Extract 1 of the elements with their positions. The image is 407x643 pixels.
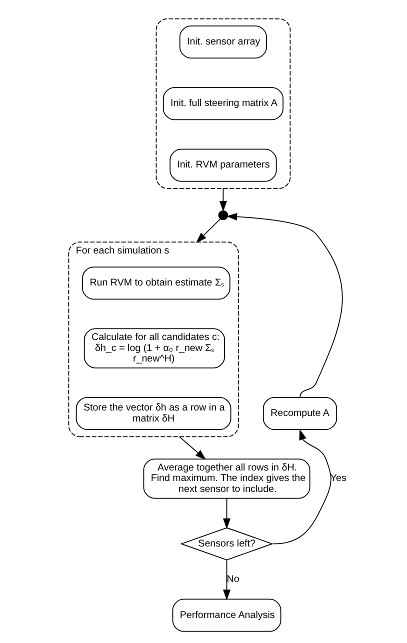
edge-label: No — [226, 574, 239, 586]
